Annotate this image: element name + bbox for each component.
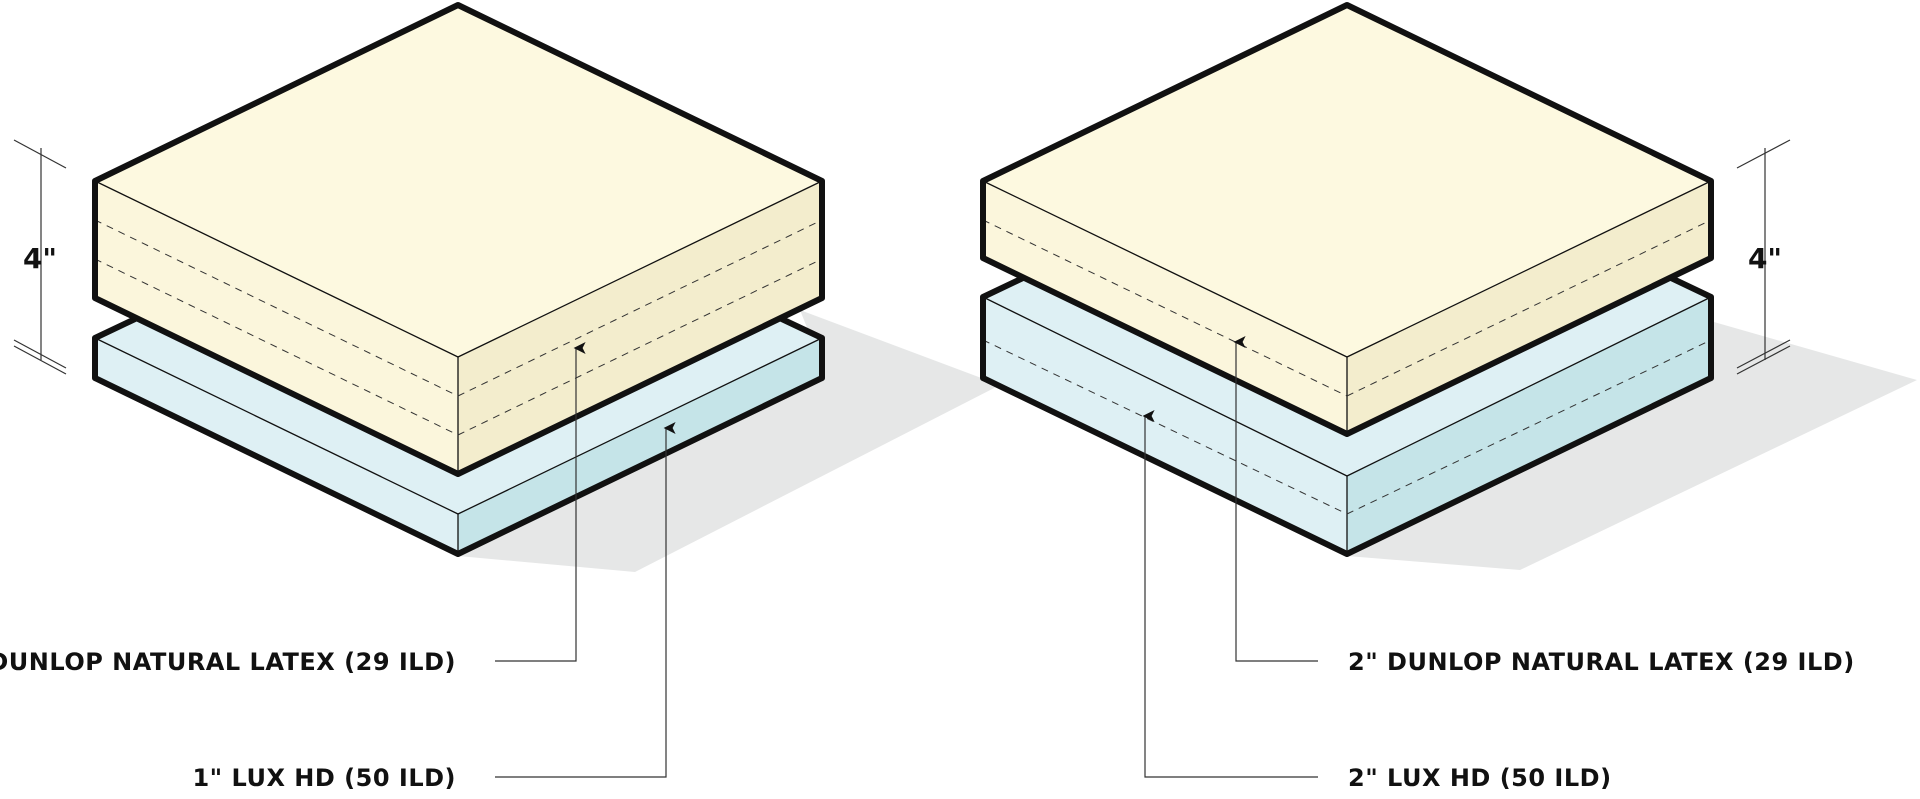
right-shadow: [1347, 318, 1917, 570]
left-shadow: [458, 310, 1000, 572]
left-height-label: 4": [23, 242, 57, 275]
left-lux-right-face: [458, 338, 822, 554]
left-latex-layer: [92, 2, 825, 477]
right-lux-right-face: [1347, 297, 1711, 554]
right-latex-layer: [980, 2, 1714, 437]
right-height-dimension: 4": [1736, 139, 1791, 375]
right-lux-left-face: [983, 297, 1347, 554]
left-latex-label: 3" DUNLOP NATURAL LATEX (29 ILD): [0, 648, 456, 676]
right-latex-leader: [1233, 336, 1318, 662]
right-lux-leader: [1142, 410, 1318, 778]
left-latex-left-face: [95, 181, 458, 474]
left-lux-label: 1" LUX HD (50 ILD): [192, 764, 456, 792]
right-height-label: 4": [1748, 242, 1782, 275]
right-stack: 4" 2" DUNLOP NATURAL LATEX (29 ILD) 2" L…: [980, 2, 1917, 792]
left-lux-leader: [495, 422, 676, 778]
left-stack: 4" 3" DUNLOP NATURAL LATEX (29 ILD) 1" L…: [0, 2, 1000, 792]
right-lux-label: 2" LUX HD (50 ILD): [1348, 764, 1612, 792]
right-latex-right-face: [1347, 181, 1711, 434]
left-latex-right-face: [458, 181, 822, 474]
left-height-dimension: 4": [13, 139, 67, 375]
left-lux-left-face: [95, 338, 458, 554]
right-latex-label: 2" DUNLOP NATURAL LATEX (29 ILD): [1348, 648, 1855, 676]
left-latex-leader: [495, 342, 586, 662]
